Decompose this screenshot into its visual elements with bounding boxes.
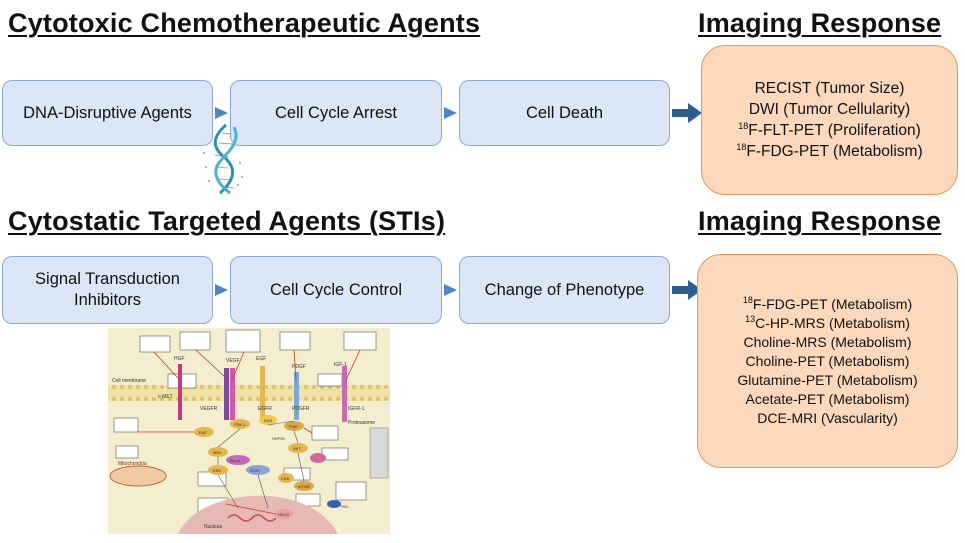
imaging-response-box-cytostatic: 18F-FDG-PET (Metabolism) 13C-HP-MRS (Met… xyxy=(697,254,958,468)
pathway-node-label: PDGFR xyxy=(292,406,310,412)
step-cell-cycle-control: Cell Cycle Control xyxy=(230,256,442,324)
step-cell-cycle-arrest: Cell Cycle Arrest xyxy=(230,80,442,146)
step-label: DNA-Disruptive Agents xyxy=(23,103,192,122)
pathway-node-label: STAT xyxy=(250,468,260,473)
step-cell-death: Cell Death xyxy=(459,80,670,146)
flow-arrow-icon xyxy=(444,284,457,296)
mitochondria-label: Mitochondria xyxy=(118,461,147,467)
cytostatic-imaging-response-heading: Imaging Response xyxy=(698,206,942,236)
pathway-node-label: TSG xyxy=(340,504,348,509)
step-label: Change of Phenotype xyxy=(484,280,645,299)
cytotoxic-imaging-response-heading: Imaging Response xyxy=(698,8,942,38)
pathway-node-label: PDK-1 xyxy=(234,422,247,427)
step-dna-disruptive-agents: DNA-Disruptive Agents xyxy=(2,80,213,146)
pathway-node-label: PDGF xyxy=(292,364,306,370)
response-item: 18F-FDG-PET (Metabolism) xyxy=(736,142,923,161)
pathway-node-label: MEK xyxy=(213,450,222,455)
pathway-node-label: IGFR-1 xyxy=(348,406,365,412)
flow-arrow-icon xyxy=(444,107,457,119)
flow-arrow-icon xyxy=(215,107,228,119)
big-arrow-icon xyxy=(672,280,702,300)
pathway-node-label: EGF xyxy=(256,356,266,362)
response-item: Choline-PET (Metabolism) xyxy=(745,352,910,369)
flow-arrow-icon xyxy=(215,284,228,296)
response-item: RECIST (Tumor Size) xyxy=(754,80,905,97)
membrane-label: Cell membrane xyxy=(112,378,146,384)
pathway-node-label: VEGF xyxy=(226,358,240,364)
response-item: Glutamine-PET (Metabolism) xyxy=(737,371,918,388)
pathway-node-label: ERK xyxy=(213,468,222,473)
step-label: Cell Cycle Control xyxy=(269,280,403,299)
big-arrow-icon xyxy=(672,103,702,123)
response-item: DCE-MRI (Vascularity) xyxy=(757,409,898,426)
response-item: Acetate-PET (Metabolism) xyxy=(745,390,910,407)
pathway-node-label: PI3K xyxy=(289,424,298,429)
pathway-node-label: CDK xyxy=(281,476,290,481)
response-item: Choline-MRS (Metabolism) xyxy=(743,333,912,350)
step-label: Cell Cycle Arrest xyxy=(275,103,397,122)
response-item: DWI (Tumor Cellularity) xyxy=(748,101,911,118)
pathway-node-label: AKT xyxy=(293,446,301,451)
pathway-node-label: HDCA xyxy=(278,512,290,517)
pathway-node-label: mTOR xyxy=(298,484,310,489)
pathway-node-label: EGFR xyxy=(258,406,272,412)
step-change-of-phenotype: Change of Phenotype xyxy=(459,256,670,324)
pathway-node-label: HGF xyxy=(174,356,185,362)
pathway-node-label: IGF-1 xyxy=(334,362,347,368)
step-signal-transduction-inhibitors: Signal Transduction Inhibitors xyxy=(2,256,213,324)
response-item: 18F-FDG-PET (Metabolism) xyxy=(742,294,913,312)
pathway-node-label: VEGFR xyxy=(200,406,218,412)
imaging-response-box-cytotoxic: RECIST (Tumor Size) DWI (Tumor Cellulari… xyxy=(701,45,958,195)
cytotoxic-heading: Cytotoxic Chemotherapeutic Agents xyxy=(8,8,481,38)
pathway-node-label: RAF xyxy=(199,430,208,435)
response-item: 18F-FLT-PET (Proliferation) xyxy=(738,121,921,140)
proteasome-label: Proteasome xyxy=(348,420,375,426)
pathway-node-label: RAS xyxy=(264,418,273,423)
response-item: 13C-HP-MRS (Metabolism) xyxy=(745,313,910,331)
pathway-node-label: c-MET xyxy=(158,394,173,400)
step-label-line: Inhibitors xyxy=(74,291,141,309)
nucleus-label: Nucleus xyxy=(204,524,223,530)
cytostatic-heading: Cytostatic Targeted Agents (STIs) xyxy=(8,206,446,236)
dna-helix-icon xyxy=(203,123,243,195)
signaling-pathway-figure: Cell membrane HGF VEGF EGF PDGF IGF-1 c-… xyxy=(108,328,390,534)
step-label: Cell Death xyxy=(525,103,604,122)
pathway-node-label: HSP90 xyxy=(272,436,285,441)
pathway-node-label: Bcl-xl xyxy=(230,458,240,463)
step-label-line: Signal Transduction xyxy=(35,270,180,288)
